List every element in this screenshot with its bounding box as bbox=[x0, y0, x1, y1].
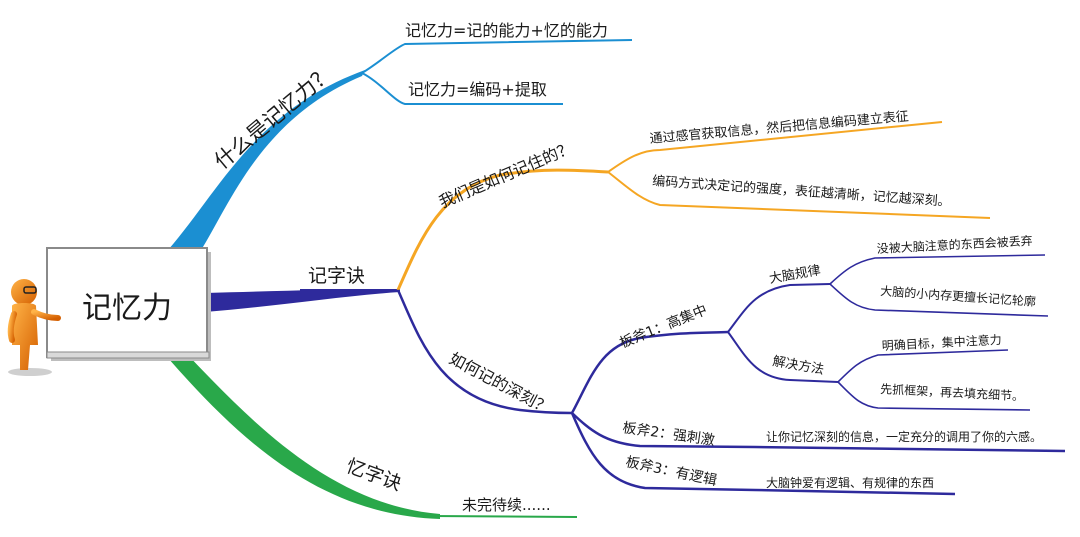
solution-2: 先抓框架，再去填充细节。 bbox=[880, 381, 1025, 404]
brain-rule-2-link bbox=[829, 283, 1049, 317]
axe3-link bbox=[570, 412, 956, 496]
branch-yi-underline bbox=[429, 515, 578, 518]
what-item-2: 记忆力=编码+提取 bbox=[408, 80, 547, 99]
solution-1: 明确目标，集中注意力 bbox=[881, 332, 1002, 353]
branch-yi-label: 忆字诀 bbox=[343, 455, 404, 495]
axe1-label: 板斧1：高集中 bbox=[617, 301, 710, 352]
branch-what-label: 什么是记忆力？ bbox=[210, 61, 338, 174]
how-remember-item-1: 通过感官获取信息，然后把信息编码建立表征 bbox=[649, 108, 909, 147]
how-deep-label: 如何记的深刻？ bbox=[446, 349, 554, 418]
how-deep-link bbox=[396, 289, 573, 415]
figure-glasses bbox=[23, 286, 37, 294]
solution-2-link bbox=[837, 381, 1031, 411]
how-remember-link bbox=[396, 168, 609, 291]
brain-rule-2: 大脑的小内存更擅长记忆轮廓 bbox=[880, 283, 1037, 309]
branch-yi: 忆字诀 未完待续...... bbox=[168, 352, 578, 519]
how-remember-item-1-link bbox=[607, 121, 943, 173]
figure-arm-pointer bbox=[31, 309, 61, 321]
brain-rules-label: 大脑规律 bbox=[768, 263, 822, 287]
brain-rule-1-link bbox=[829, 254, 1046, 285]
axe3-label: 板斧3：有逻辑 bbox=[624, 454, 718, 489]
center-title: 记忆力 bbox=[82, 291, 172, 326]
presenter-figure-icon bbox=[7, 279, 61, 376]
branch-yi-trunk bbox=[168, 352, 440, 519]
yi-item-1: 未完待续...... bbox=[462, 496, 551, 514]
axe2-link bbox=[571, 412, 1066, 453]
branch-how-remember: 我们是如何记住的？ 通过感官获取信息，然后把信息编码建立表征 编码方式决定记的强… bbox=[396, 108, 991, 291]
branch-ji: 记字诀 我们是如何记住的？ 通过感官获取信息，然后把信息编码建立表征 编码方式决… bbox=[205, 108, 1066, 496]
brain-rule-1: 没被大脑注意的东西会被丢弃 bbox=[876, 233, 1033, 256]
solutions-label: 解决方法 bbox=[771, 353, 825, 378]
branch-what-trunk bbox=[168, 70, 365, 252]
axe2-detail: 让你记忆深刻的信息，一定充分的调用了你的六感。 bbox=[766, 429, 1042, 444]
what-item-1: 记忆力=记的能力+忆的能力 bbox=[405, 21, 608, 40]
axe1-link bbox=[570, 330, 729, 414]
center-node[interactable]: 记忆力 bbox=[46, 247, 211, 361]
branch-how-deep: 如何记的深刻？ 板斧1：高集中 大脑规律 没被大脑注意的东西会被丢弃 大脑的小内… bbox=[396, 233, 1066, 496]
figure-shadow bbox=[8, 368, 52, 376]
solution-1-link bbox=[837, 349, 1009, 383]
solutions-link bbox=[727, 331, 839, 383]
how-remember-item-2: 编码方式决定记的强度，表征越清晰，记忆越深刻。 bbox=[652, 173, 951, 210]
axe3-detail: 大脑钟爱有逻辑、有规律的东西 bbox=[766, 475, 934, 490]
branch-what-link-2 bbox=[361, 72, 563, 105]
whiteboard bbox=[46, 247, 208, 358]
branch-what-link-1 bbox=[361, 39, 633, 74]
how-remember-label: 我们是如何记住的？ bbox=[436, 138, 576, 212]
branch-what-is-memory: 什么是记忆力？ 记忆力=记的能力+忆的能力 记忆力=编码+提取 bbox=[168, 21, 633, 252]
brain-rules-link bbox=[727, 283, 831, 333]
figure-arm-rest bbox=[7, 311, 17, 343]
branch-ji-label: 记字诀 bbox=[308, 265, 365, 287]
how-remember-item-2-link bbox=[607, 171, 991, 219]
whiteboard-tray bbox=[46, 351, 210, 359]
branch-ji-trunk bbox=[205, 289, 400, 312]
figure-body bbox=[12, 303, 38, 370]
